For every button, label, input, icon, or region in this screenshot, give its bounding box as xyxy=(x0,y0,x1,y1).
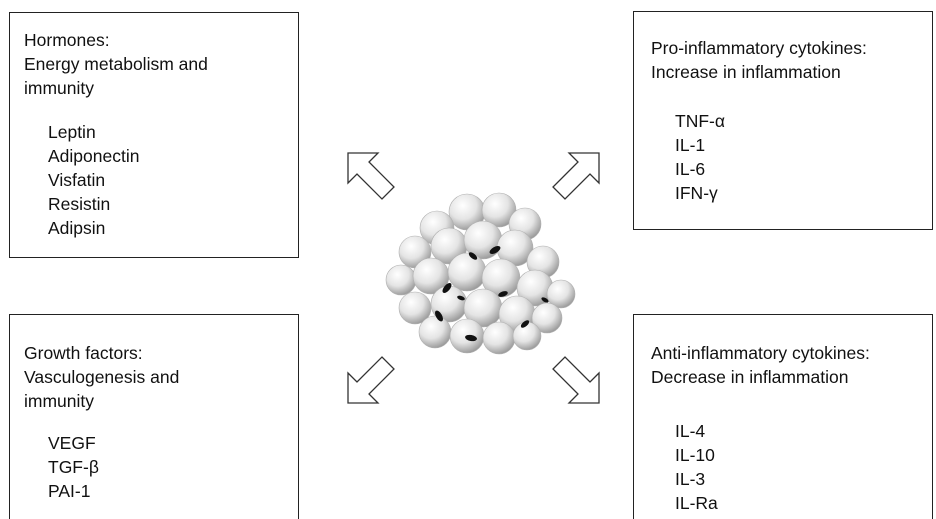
cytokine-item: IL-Ra xyxy=(675,493,718,513)
adipocyte-cell xyxy=(531,302,563,334)
cell-nucleus xyxy=(498,291,508,297)
pro-inflammatory-list: TNF-α IL-1 IL-6 IFN-γ xyxy=(675,109,725,205)
hormones-subtitle: Energy metabolism and xyxy=(24,54,208,74)
cell-nucleus xyxy=(457,295,465,301)
cytokine-item: IFN-γ xyxy=(675,183,718,203)
anti-inflammatory-subtitle: Decrease in inflammation xyxy=(651,367,849,387)
anti-inflammatory-box: Anti-inflammatory cytokines: Decrease in… xyxy=(633,314,933,519)
cytokine-item: IL-1 xyxy=(675,135,706,155)
growth-factors-heading: Growth factors: Vasculogenesis and immun… xyxy=(24,341,179,413)
hormone-item: Adiponectin xyxy=(48,146,140,166)
cell-nucleus xyxy=(520,320,530,328)
hormone-item: Adipsin xyxy=(48,218,106,238)
growth-factors-subtitle: Vasculogenesis and xyxy=(24,367,180,387)
pro-inflammatory-heading: Pro-inflammatory cytokines: Increase in … xyxy=(651,36,867,84)
anti-inflammatory-list: IL-4 IL-10 IL-3 IL-Ra xyxy=(675,419,718,515)
cytokine-item: TNF-α xyxy=(675,111,725,131)
cytokine-item: IL-4 xyxy=(675,421,706,441)
hormones-heading: Hormones: Energy metabolism and immunity xyxy=(24,28,208,100)
arrow-down-right-icon xyxy=(552,356,600,404)
growth-factors-title: Growth factors: xyxy=(24,343,143,363)
growth-factor-item: PAI-1 xyxy=(48,481,91,501)
pro-inflammatory-title: Pro-inflammatory cytokines: xyxy=(651,38,867,58)
growth-factor-item: TGF-β xyxy=(48,457,99,477)
adipocyte-cell xyxy=(418,315,452,349)
hormone-item: Resistin xyxy=(48,194,111,214)
pro-inflammatory-subtitle: Increase in inflammation xyxy=(651,62,841,82)
pro-inflammatory-box: Pro-inflammatory cytokines: Increase in … xyxy=(633,11,933,230)
growth-factors-box: Growth factors: Vasculogenesis and immun… xyxy=(9,314,299,519)
growth-factor-item: VEGF xyxy=(48,433,96,453)
adipocyte-cell xyxy=(481,192,517,228)
adipocyte-cell xyxy=(385,264,417,296)
adipocyte-cluster-icon xyxy=(385,192,576,355)
hormone-item: Visfatin xyxy=(48,170,106,190)
cell-nucleus xyxy=(489,246,501,254)
adipocyte-cell xyxy=(398,291,432,325)
arrow-up-left-icon xyxy=(347,152,395,200)
hormones-subtitle-2: immunity xyxy=(24,78,95,98)
cell-nucleus xyxy=(435,310,443,322)
cytokine-item: IL-3 xyxy=(675,469,706,489)
hormones-list: Leptin Adiponectin Visfatin Resistin Adi… xyxy=(48,120,139,240)
cytokine-item: IL-6 xyxy=(675,159,706,179)
cytokine-item: IL-10 xyxy=(675,445,715,465)
anti-inflammatory-title: Anti-inflammatory cytokines: xyxy=(651,343,870,363)
cell-nucleus xyxy=(468,252,478,260)
arrow-up-right-icon xyxy=(552,152,600,200)
hormones-title: Hormones: xyxy=(24,30,110,50)
arrow-down-left-icon xyxy=(347,356,395,404)
anti-inflammatory-heading: Anti-inflammatory cytokines: Decrease in… xyxy=(651,341,870,389)
growth-factors-list: VEGF TGF-β PAI-1 xyxy=(48,431,99,503)
growth-factors-subtitle-2: immunity xyxy=(24,391,95,411)
adipocyte-cell xyxy=(546,279,576,309)
adipocyte-cell xyxy=(482,321,516,355)
adipocyte-cell xyxy=(447,252,487,292)
cell-nucleus xyxy=(442,283,452,293)
cell-nucleus xyxy=(465,334,477,342)
cell-nucleus xyxy=(541,297,549,303)
hormones-box: Hormones: Energy metabolism and immunity… xyxy=(9,12,299,258)
adipocyte-cell xyxy=(512,321,542,351)
hormone-item: Leptin xyxy=(48,122,96,142)
